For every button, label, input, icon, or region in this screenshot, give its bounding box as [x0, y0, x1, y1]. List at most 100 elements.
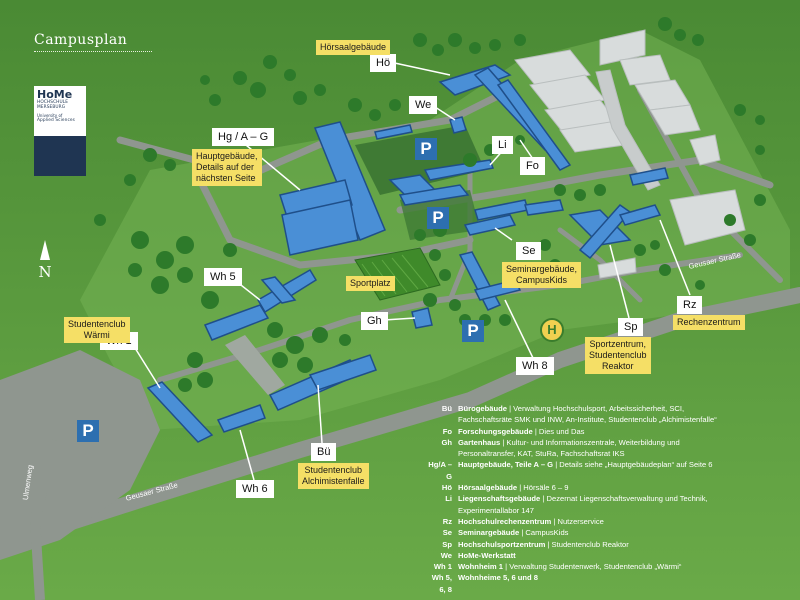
legend-name: Wohnheime 5, 6 und 8	[458, 573, 539, 583]
home-logo: HoMe HOCHSCHULE MERSEBURG University of …	[34, 86, 86, 176]
legend-desc: Personaltransfer, KAT, StuRa, Fachschaft…	[458, 449, 625, 459]
legend-row: Wh 5, 6, 8 Wohnheime 5, 6 und 8	[426, 572, 796, 595]
callout-seminar: Seminargebäude, CampusKids	[502, 262, 582, 288]
legend-code: Wh 1	[433, 562, 452, 572]
callout-sportzentrum: Sportzentrum, Studentenclub Reaktor	[585, 337, 651, 374]
label-wh8[interactable]: Wh 8	[516, 357, 554, 375]
gravel-strip	[225, 335, 285, 395]
label-hoe[interactable]: Hö	[370, 54, 397, 72]
logo-line4: Applied Sciences	[37, 118, 76, 123]
callout-seminar-line2: CampusKids	[516, 275, 568, 285]
label-gh[interactable]: Gh	[361, 312, 388, 330]
legend-code: Gh	[441, 437, 452, 447]
callout-seminar-line1: Seminargebäude,	[506, 264, 578, 274]
callout-rechenzentrum: Rechenzentrum	[673, 315, 745, 330]
legend-desc: | Kultur- und Informationszentrale, Weit…	[502, 437, 680, 447]
building-rz-small	[629, 167, 669, 186]
label-hg[interactable]: Hg / A – G	[212, 128, 275, 146]
building-fo	[496, 79, 572, 171]
legend-name: Hochschulrechenzentrum	[458, 516, 552, 526]
ulmenweg-road	[29, 438, 60, 600]
logo-line3: University of	[37, 113, 63, 118]
trees	[94, 17, 766, 392]
callout-alch-line2: Alchimistenfalle	[302, 476, 365, 486]
inner-road-east	[396, 156, 774, 214]
callout-waermi-line1: Studentenclub	[68, 319, 126, 329]
building-we	[449, 116, 467, 134]
helipad-icon: H	[540, 318, 564, 342]
legend-desc: | Verwaltung Hochschulsport, Arbeitssich…	[509, 404, 685, 413]
campus-road-south	[157, 252, 743, 383]
callout-sportplatz: Sportplatz	[346, 276, 395, 291]
logo-blue-block	[34, 136, 86, 176]
callout-alchimistenfalle: Studentenclub Alchimistenfalle	[298, 463, 369, 489]
callout-hoersaal: Hörsaalgebäude	[316, 40, 391, 55]
legend-desc: | Dezernat Liegenschaftsverwaltung und T…	[542, 494, 708, 504]
legend-name: Liegenschaftsgebäude	[458, 494, 541, 504]
label-se[interactable]: Se	[516, 242, 542, 260]
label-sp[interactable]: Sp	[618, 318, 644, 336]
building-wh6	[216, 404, 266, 433]
legend-code	[426, 448, 458, 459]
legend-name: Gartenhaus	[458, 437, 501, 447]
north-arrow-icon	[40, 240, 50, 260]
legend-code: Hö	[441, 483, 452, 493]
legend-name: Hochschulsportzentrum	[458, 539, 546, 549]
legend-desc: | Hörsäle 6 – 9	[519, 483, 569, 493]
callout-waermi: Studentenclub Wärmi	[64, 317, 130, 343]
legend-name: Wohnheim 1	[458, 562, 504, 572]
building-se	[463, 214, 517, 236]
callout-hauptgebaeude: Hauptgebäude, Details auf der nächsten S…	[192, 149, 262, 186]
logo-brand: HoMe	[37, 88, 73, 101]
legend-code: Li	[445, 494, 452, 504]
building-wh5	[203, 304, 270, 341]
callout-haupt-line1: Hauptgebäude,	[196, 151, 258, 161]
label-wh5[interactable]: Wh 5	[204, 268, 242, 286]
building-gh	[411, 307, 433, 329]
label-wh6[interactable]: Wh 6	[236, 480, 274, 498]
legend-desc: | Nutzerservice	[553, 516, 604, 526]
legend-desc: Fachschaftsräte SMK und INW, An-Institut…	[458, 415, 717, 425]
title-divider	[34, 51, 152, 52]
page-title: Campusplan	[34, 32, 128, 48]
callout-alch-line1: Studentenclub	[304, 465, 363, 475]
legend-code	[426, 505, 458, 516]
logo-line1: HOCHSCHULE	[37, 100, 69, 105]
label-we[interactable]: We	[409, 96, 438, 114]
label-fo[interactable]: Fo	[520, 157, 545, 175]
legend-name: HoMe-Werkstatt	[458, 550, 516, 560]
callout-hoersaal-text: Hörsaalgebäude	[320, 42, 387, 52]
gray-buildings	[514, 29, 746, 279]
legend-desc: | CampusKids	[521, 528, 569, 538]
legend-name: Hörsaalgebäude	[458, 483, 518, 493]
label-li[interactable]: Li	[492, 136, 513, 154]
parking-icon: P	[77, 420, 99, 442]
legend-code: We	[440, 550, 452, 560]
blue-buildings	[146, 64, 669, 443]
legend-desc: Experimentallabor 147	[458, 505, 534, 515]
legend-code: Wh 5, 6, 8	[431, 573, 452, 594]
callout-haupt-line3: nächsten Seite	[196, 173, 256, 183]
legend-desc: | Dies und Das	[534, 426, 585, 436]
label-rz[interactable]: Rz	[677, 296, 703, 314]
legend-name: Seminargebäude	[458, 528, 520, 538]
label-bue[interactable]: Bü	[311, 443, 337, 461]
legend-row: Gh Gartenhaus | Kultur- und Informationsz…	[426, 437, 796, 448]
legend-row: We HoMe-Werkstatt	[426, 550, 796, 561]
legend-desc: | Details siehe „Hauptgebäudeplan“ auf S…	[555, 460, 713, 470]
parking-area-center	[355, 125, 485, 195]
legend-desc: | Verwaltung Studentenwerk, Studentenclu…	[505, 562, 682, 572]
north-arrow: N	[36, 240, 54, 281]
callout-sport-line1: Sportzentrum,	[589, 339, 647, 349]
legend-code: Bü	[441, 404, 452, 413]
legend-row: Wh 1 Wohnheim 1 | Verwaltung Studentenwer…	[426, 561, 796, 572]
legend-name: Forschungsgebäude	[458, 426, 533, 436]
logo-line2: MERSEBURG	[37, 105, 66, 110]
callout-haupt-line2: Details auf der	[196, 162, 255, 172]
